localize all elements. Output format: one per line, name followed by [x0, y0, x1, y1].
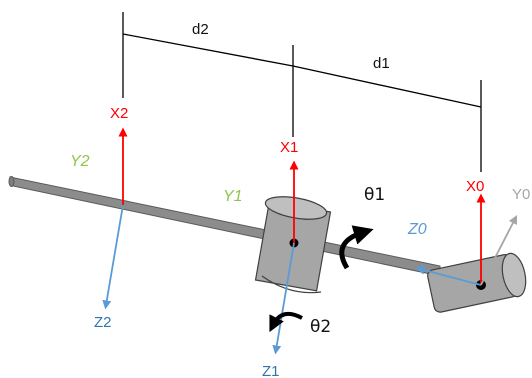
- dimension-line-d1: [292, 65, 482, 108]
- y0-label: Y0: [512, 186, 530, 203]
- dimension-lines: d2 d1: [122, 12, 482, 172]
- z0-label: Z0: [407, 221, 427, 238]
- theta1-rotation-arrow-icon: [339, 225, 374, 270]
- y1-label: Y1: [223, 188, 243, 205]
- z1-label: Z1: [262, 363, 280, 378]
- z2-axis-arrow: [102, 204, 124, 310]
- joint1-bottom-edge: [261, 275, 322, 294]
- frame0-axes: X0 Y0 Z0: [407, 178, 530, 286]
- dimension-label-d1: d1: [373, 55, 390, 72]
- z2-label: Z2: [94, 314, 112, 331]
- x0-label: X0: [466, 178, 484, 195]
- rotation-theta2: θ2: [269, 311, 331, 337]
- y2-label: Y2: [70, 153, 90, 170]
- rotation-theta1: θ1: [339, 185, 385, 270]
- z0-axis-arrow: [415, 265, 482, 286]
- link-rod-end: [8, 176, 15, 187]
- y0-axis-arrow: [480, 214, 518, 286]
- theta2-rotation-arrow-icon: [269, 311, 303, 333]
- x2-label: X2: [110, 105, 128, 122]
- dimension-line-d2: [122, 33, 294, 67]
- joint0-cylinder: [427, 252, 527, 313]
- x1-label: X1: [280, 139, 298, 156]
- joint1-cylinder: [254, 196, 332, 294]
- z1-axis-arrow: [272, 242, 295, 355]
- frame1-axes: X1 Y1 Z1: [223, 139, 299, 378]
- theta1-label: θ1: [364, 185, 385, 205]
- dimension-label-d2: d2: [192, 21, 209, 38]
- joint0-end-cap: [501, 252, 527, 298]
- frame2-axes: X2 Y2 Z2: [70, 105, 128, 331]
- theta2-label: θ2: [310, 317, 331, 337]
